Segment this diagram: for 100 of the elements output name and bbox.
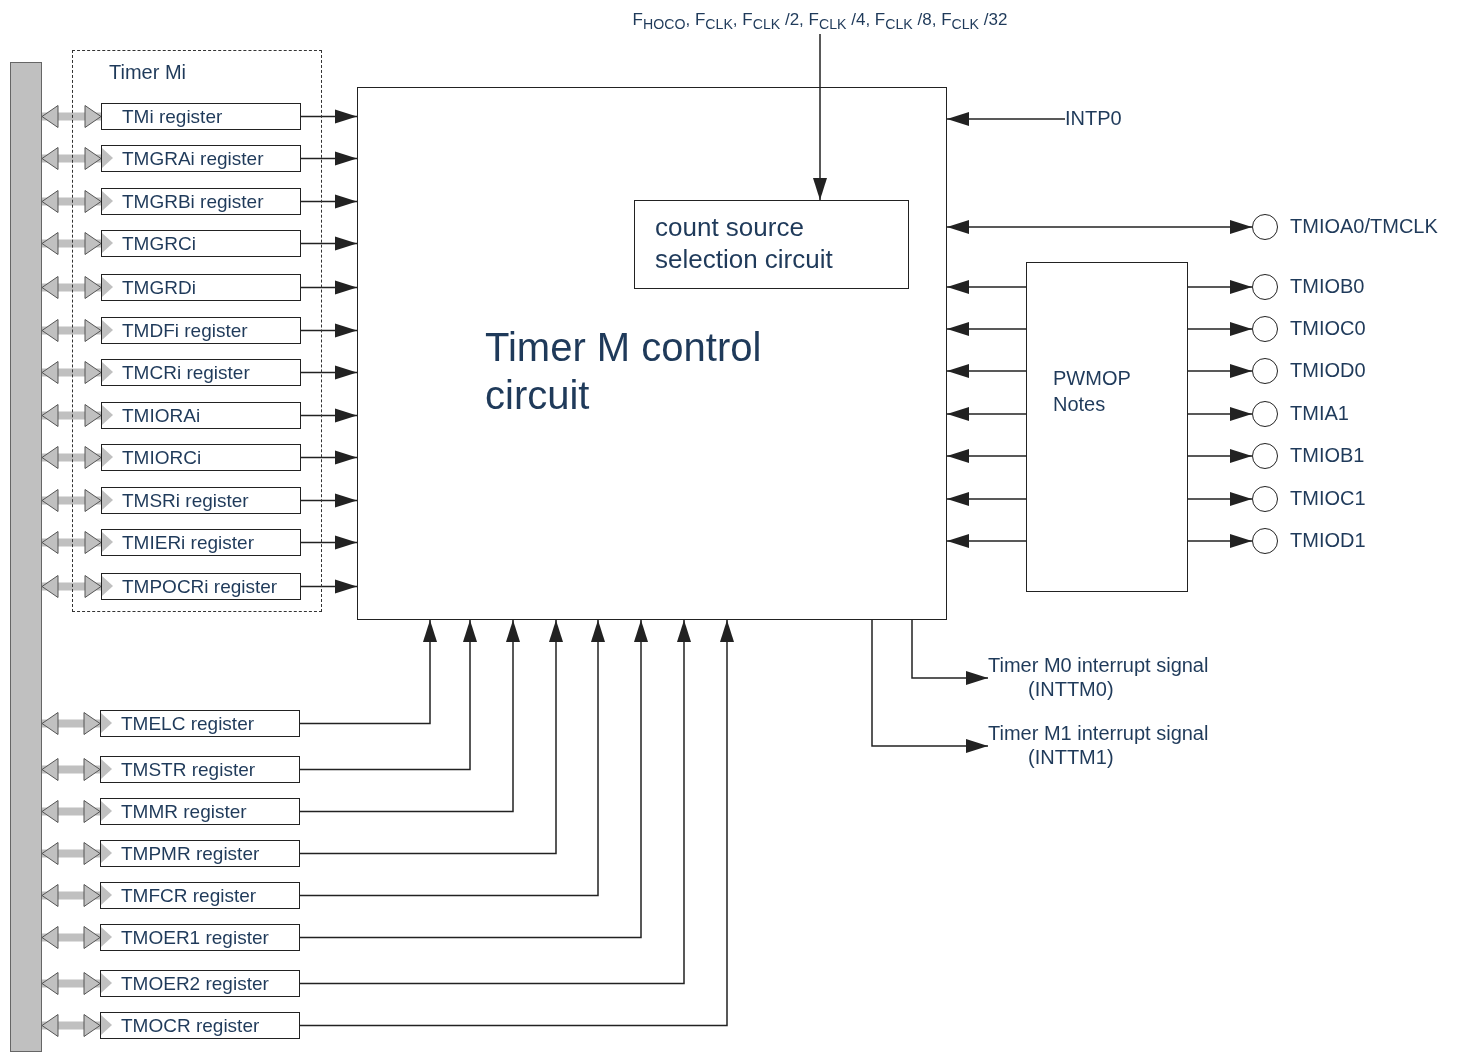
bus-arrow [41,972,101,995]
arrow [299,619,605,897]
register-box [100,756,300,783]
bus-arrow [41,1014,101,1037]
bus-arrow [41,800,101,823]
arrow [300,194,358,209]
arrow [299,619,734,1027]
arrow [300,535,358,550]
register-name: TMSRi register [122,489,249,512]
arrow [946,280,1027,294]
bus-arrow [41,404,102,427]
arrow [300,109,358,124]
arrow [946,220,1253,234]
register-name: TMPMR register [121,842,260,865]
arrow [946,534,1027,548]
register-name: TMMR register [121,800,247,823]
pin-label: TMIOC0 [1290,317,1366,340]
bus-arrow [41,147,102,170]
register-box [101,188,301,215]
arrow [300,493,358,508]
register-box [101,402,301,429]
arrow [911,619,989,685]
arrow [300,151,358,166]
arrow [300,323,358,338]
register-box [100,970,300,997]
pin-circle [1252,316,1278,342]
bus-arrow [41,319,102,342]
register-name: TMDFi register [122,319,248,342]
bus-arrow [41,232,102,255]
arrow [1187,407,1253,421]
bus-arrow [41,758,101,781]
register-name: TMSTR register [121,758,256,781]
bus-arrow [41,105,102,128]
pin-circle [1252,214,1278,240]
bus-arrow [41,575,102,598]
arrow [299,619,477,771]
register-box [101,145,301,172]
arrow [300,408,358,423]
signal-label: Timer M0 interrupt signal (INTTM0) [988,653,1288,703]
pin-circle [1252,401,1278,427]
arrow [1187,280,1253,294]
pin-label: TMIOA0/TMCLK [1290,215,1438,238]
pin-circle [1252,528,1278,554]
register-name: TMOER1 register [121,926,269,949]
bus-arrow [41,926,101,949]
register-box [100,710,300,737]
register-box [101,359,301,386]
register-box [100,924,300,951]
clock-source-label: F$_{HOCO}$, F$_{CLK}$, F$_{CLK}$ /2, F$_{CLK}$ /4, F$_{CLK}$ /8, F$_{CLK}$ /32 [590,8,1050,34]
bus-arrow [41,190,102,213]
arrow [946,364,1027,378]
bus-arrow [41,489,102,512]
arrow [946,112,1066,126]
arrow [300,365,358,380]
arrow [946,449,1027,463]
pin-label: TMIOB1 [1290,444,1365,467]
arrow [300,579,358,594]
register-name: TMi register [122,105,223,128]
register-name: TMOCR register [121,1014,260,1037]
pin-label: TMIOD1 [1290,529,1366,552]
arrow [946,407,1027,421]
register-box [101,274,301,301]
bus-bar [10,62,42,1052]
pin-circle [1252,358,1278,384]
arrow [1187,449,1253,463]
register-box [101,573,301,600]
register-name: TMGRBi register [122,190,264,213]
pin-label: TMIOB0 [1290,275,1365,298]
arrow [946,492,1027,506]
circuit-box: count source selection circuit [634,200,909,289]
pwm-block: PWMOP Notes [1026,262,1188,592]
arrow [946,322,1027,336]
register-name: TMPOCRi register [122,575,278,598]
register-name: TMIERi register [122,531,254,554]
register-box [101,444,301,471]
arrow [1187,534,1253,548]
bus-arrow [41,531,102,554]
bus-arrow [41,712,101,735]
pin-label: TMIOC1 [1290,487,1366,510]
register-box [101,103,301,130]
bus-arrow [41,276,102,299]
pin-label: TMIA1 [1290,402,1349,425]
control-block [357,87,947,620]
register-name: TMELC register [121,712,255,735]
register-box [100,1012,300,1039]
bus-arrow [41,884,101,907]
register-name: TMGRAi register [122,147,264,170]
group-frame [72,50,322,612]
bus-arrow [41,361,102,384]
pin-circle [1252,274,1278,300]
arrow [299,619,563,855]
register-box [101,317,301,344]
register-box [101,529,301,556]
arrow [299,619,648,939]
signal-label: INTP0 [1065,106,1145,132]
register-name: TMOER2 register [121,972,269,995]
arrow [299,619,520,813]
arrow [300,450,358,465]
arrow [300,236,358,251]
arrow [1187,364,1253,378]
